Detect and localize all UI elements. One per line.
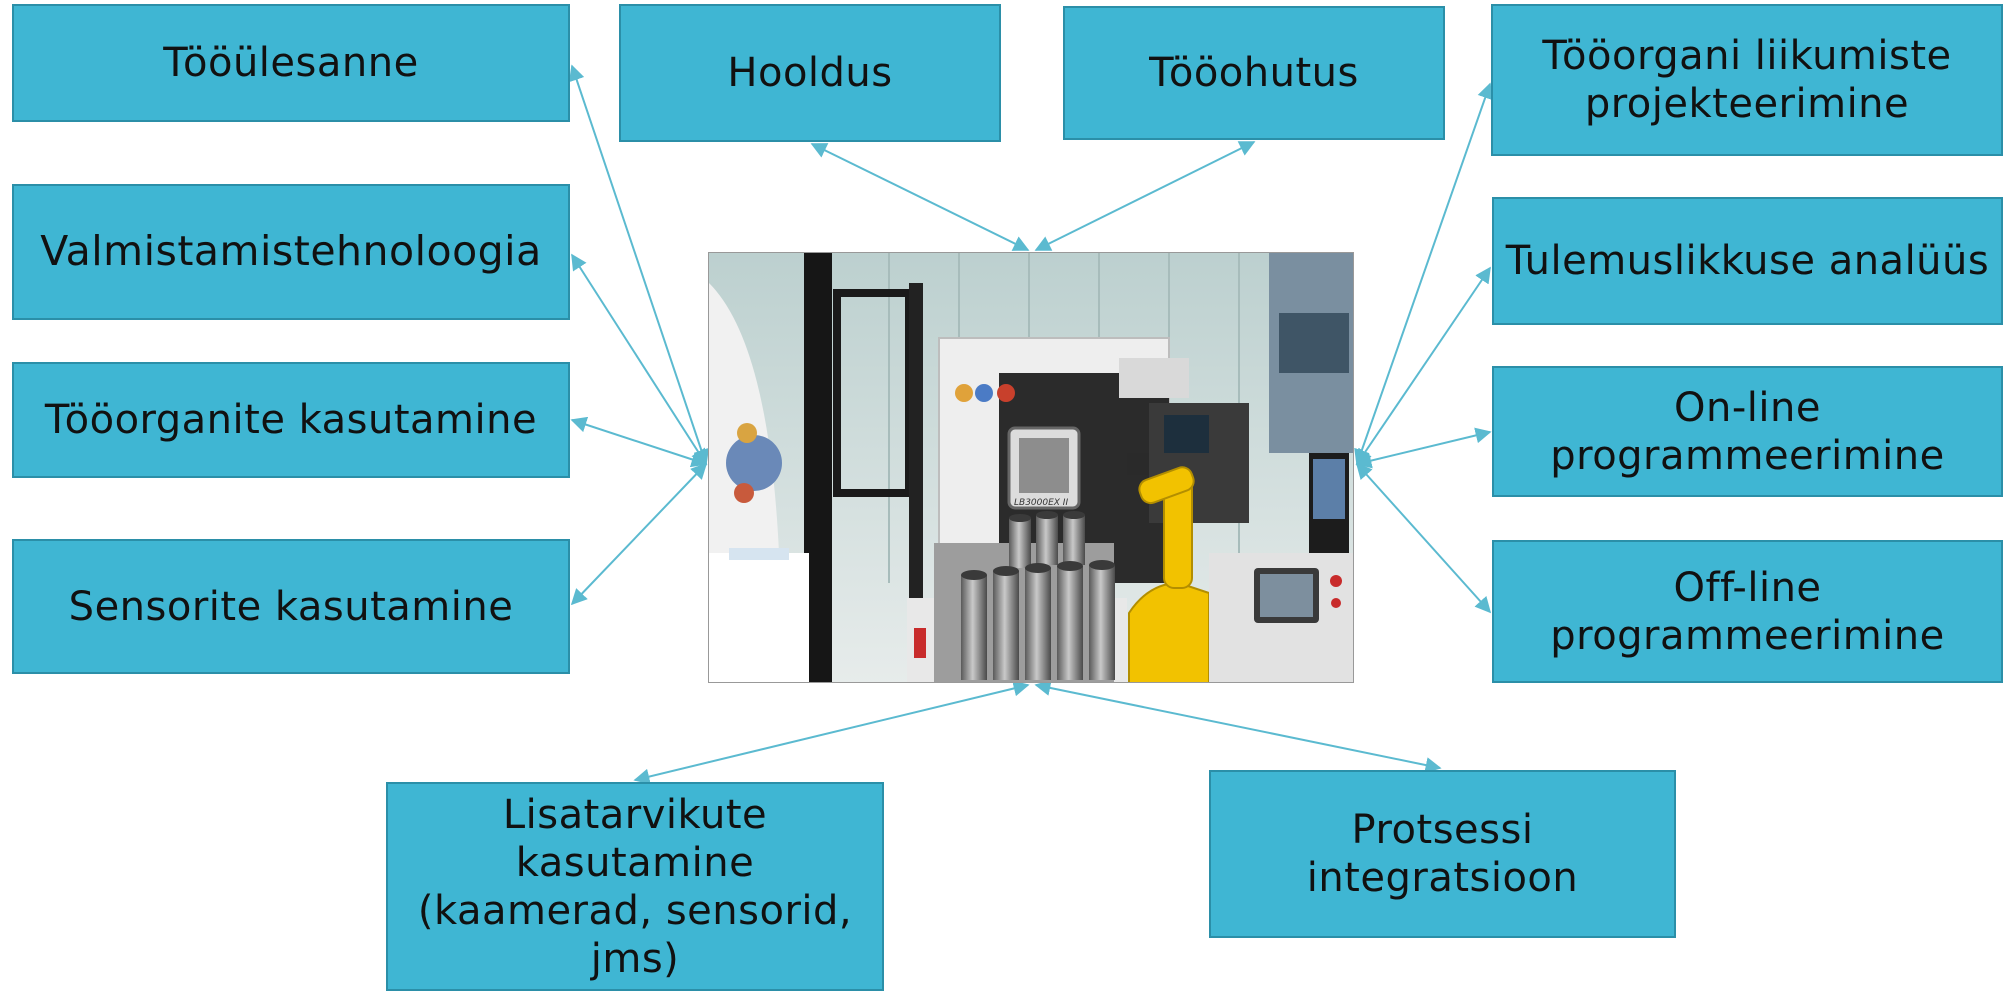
connector-protsessi [1034,680,1442,773]
robot-cell-photo: LB3000EX II [708,252,1354,683]
box-tooorganite-kasutamine: Tööorganite kasutamine [12,362,570,478]
connector-liikumiste [1354,82,1493,466]
box-tooorgani-liikumiste-projekteerimine: Tööorgani liikumiste projekteerimine [1491,4,2003,156]
box-online-programmeerimine: On-line programmeerimine [1492,366,2003,497]
box-valmistamistehnoloogia: Valmistamistehnoloogia [12,184,570,320]
box-sensorite-kasutamine: Sensorite kasutamine [12,539,570,674]
connector-offline [1355,462,1492,614]
connector-tooohutus [1034,141,1256,251]
box-protsessi-integratsioon: Protsessi integratsioon [1209,770,1676,938]
connector-online [1355,427,1492,469]
box-tooulesanne: Tööülesanne [12,4,570,122]
box-offline-programmeerimine: Off-line programmeerimine [1492,540,2003,683]
box-tulemuslikkuse-analuus: Tulemuslikkuse analüüs [1492,197,2003,325]
connector-valmistamistehnoloogia [571,253,707,466]
robot-cell-illustration: LB3000EX II [709,253,1353,682]
machine-model-label: LB3000EX II [1014,498,1068,508]
box-tooohutus: Tööohutus [1063,6,1445,140]
connector-hooldus [810,143,1030,251]
connector-sensorite [570,462,708,606]
box-lisatarvikute-kasutamine: Lisatarvikute kasutamine (kaamerad, sens… [386,782,884,991]
box-hooldus: Hooldus [619,4,1001,142]
connector-tooorganite [570,416,708,468]
connector-lisatarvikute [633,680,1030,785]
connector-tulemuslikkuse [1356,266,1491,466]
